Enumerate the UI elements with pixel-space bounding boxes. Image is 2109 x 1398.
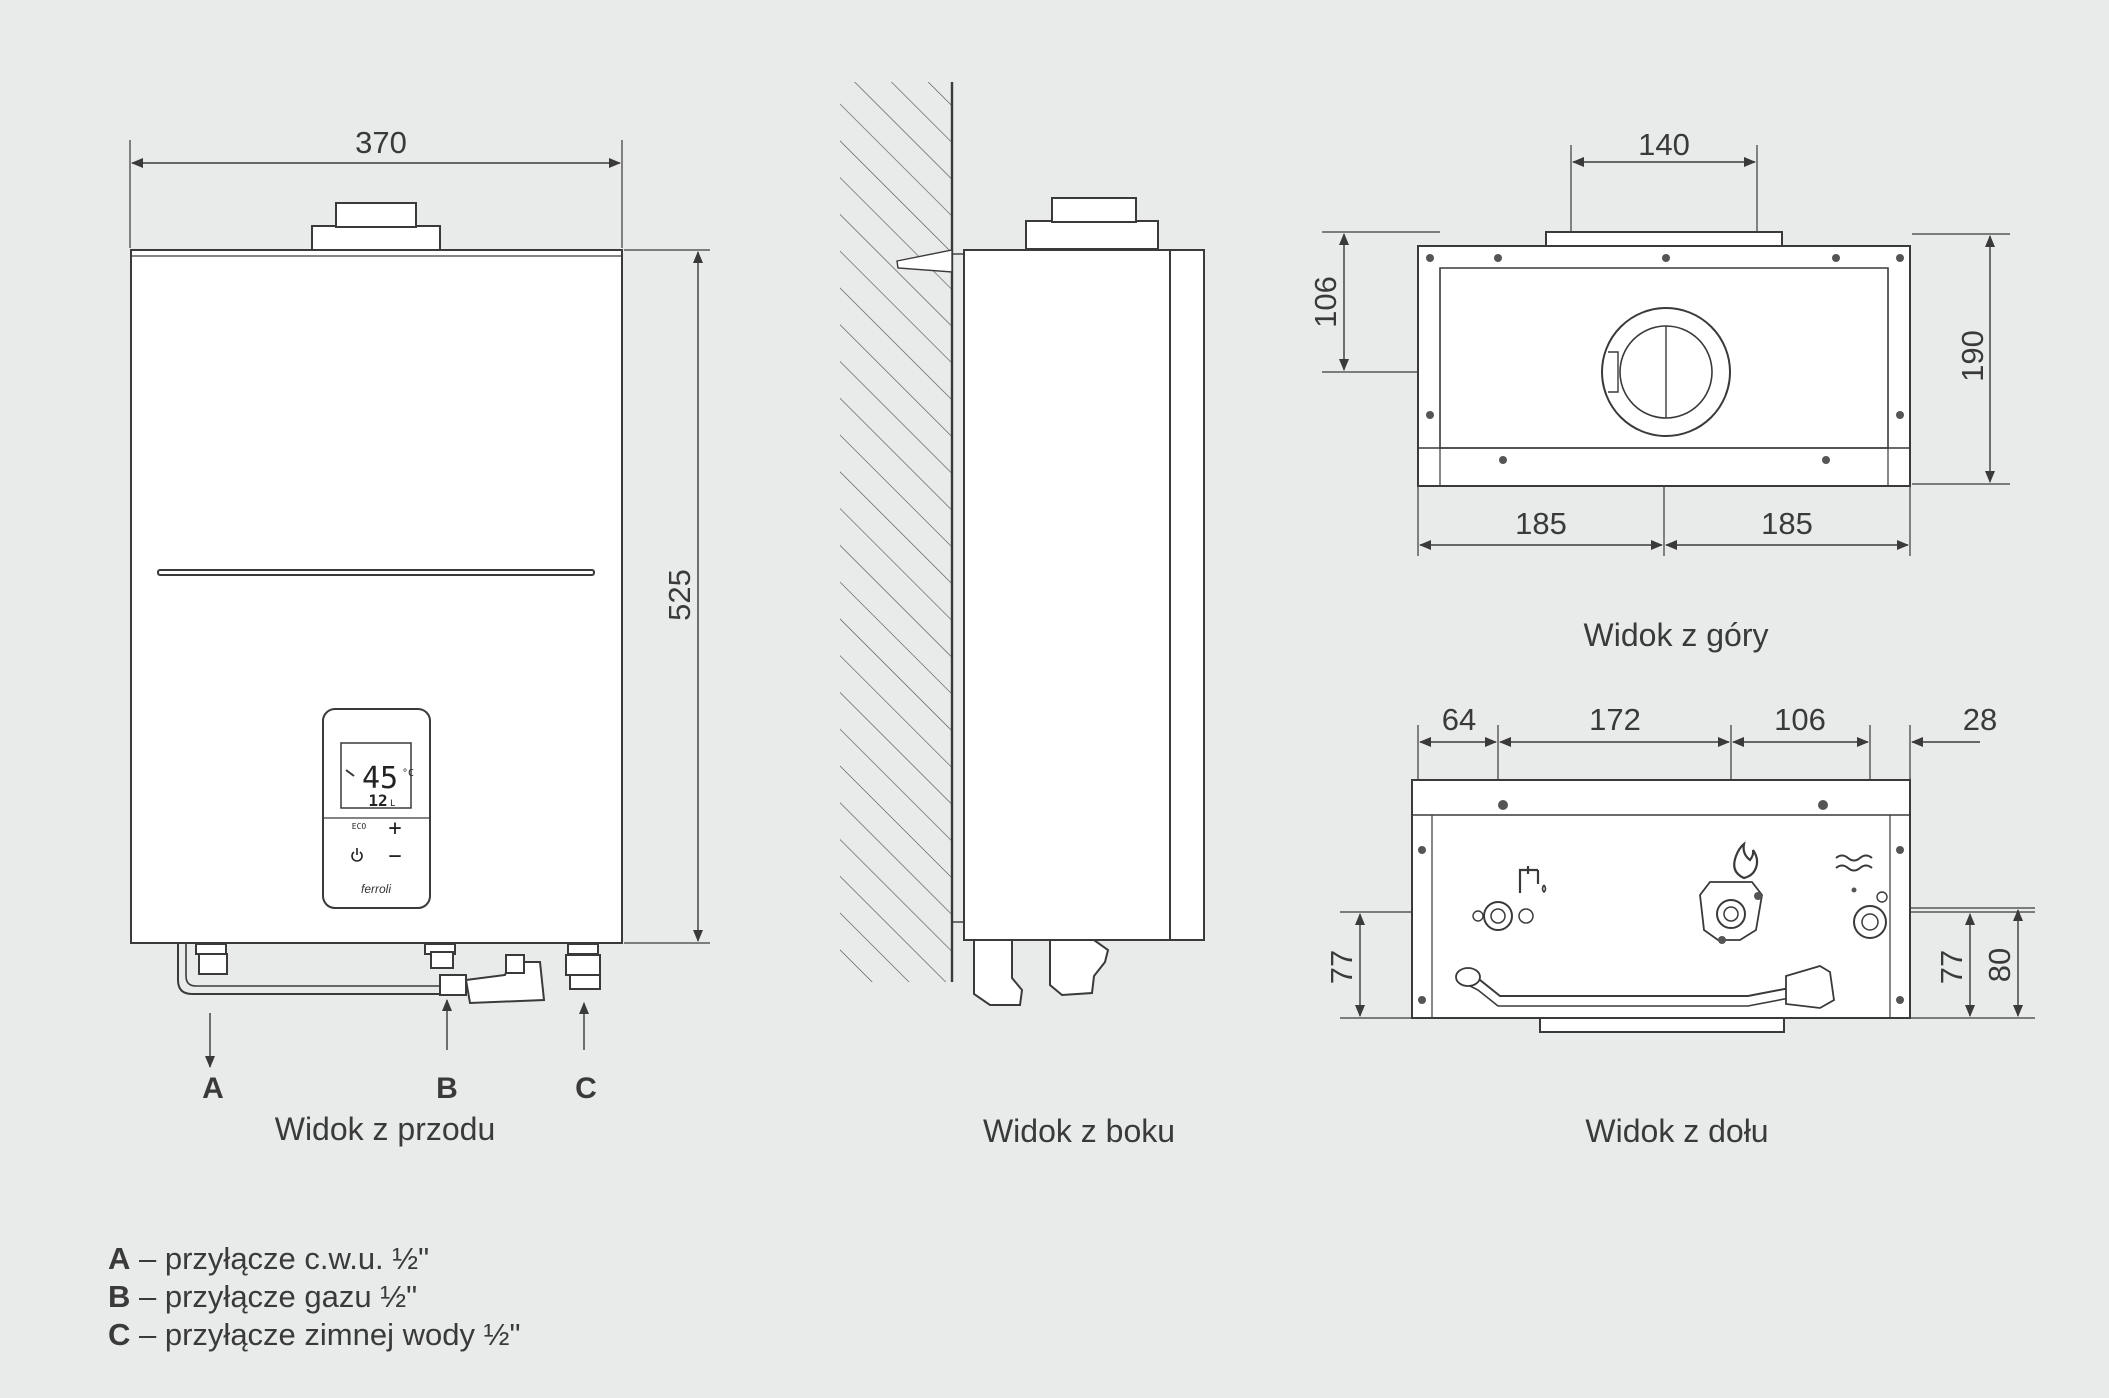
- front-height-dim: 525: [662, 569, 697, 621]
- bottom-dim-80: 80: [1982, 948, 2017, 982]
- side-view: [840, 82, 1205, 1006]
- bottom-dim-77-left: 77: [1324, 950, 1359, 984]
- top-depth-dim: 190: [1955, 330, 1990, 382]
- front-view-caption: Widok z przodu: [275, 1111, 496, 1147]
- top-flue-width-dim: 140: [1638, 127, 1690, 162]
- legend-row-b: B – przyłącze gazu ½": [108, 1278, 520, 1316]
- top-view-caption: Widok z góry: [1584, 617, 1769, 653]
- bottom-dim-106: 106: [1774, 702, 1826, 737]
- legend-text-b: – przyłącze gazu ½": [139, 1279, 418, 1314]
- top-left-half-dim: 185: [1515, 506, 1567, 541]
- tap-icon: [1518, 866, 1547, 894]
- bottom-view: [1340, 725, 2035, 1033]
- label-connection-a: A: [202, 1072, 224, 1105]
- flame-icon: [1733, 841, 1759, 880]
- lcd-temperature: 45: [362, 761, 398, 796]
- legend-row-a: A – przyłącze c.w.u. ½": [108, 1240, 520, 1278]
- front-view: [129, 140, 710, 1068]
- legend-text-a: – przyłącze c.w.u. ½": [139, 1241, 430, 1276]
- front-width-dim: 370: [355, 125, 407, 160]
- legend-key-b: B: [108, 1279, 131, 1314]
- front-connections: [177, 943, 601, 1068]
- top-view: [1322, 145, 2010, 556]
- bottom-dim-28: 28: [1963, 702, 1997, 737]
- bottom-dim-64: 64: [1442, 702, 1476, 737]
- front-cover-slot: [157, 569, 595, 576]
- legend-row-c: C – przyłącze zimnej wody ½": [108, 1316, 520, 1354]
- bottom-dim-172: 172: [1589, 702, 1641, 737]
- label-connection-b: B: [436, 1072, 458, 1105]
- lcd-temp-unit: °C: [402, 768, 414, 779]
- lcd-flow: 12: [368, 791, 387, 810]
- minus-button[interactable]: −: [388, 844, 401, 869]
- brand-logo: ferroli: [361, 882, 391, 896]
- water-waves-icon: [1835, 854, 1873, 872]
- top-flue-offset-dim: 106: [1308, 276, 1343, 328]
- legend-key-a: A: [108, 1241, 131, 1276]
- wall-hatch: [840, 82, 952, 982]
- plus-button[interactable]: +: [388, 816, 401, 841]
- front-cover-side: [1169, 249, 1205, 941]
- power-icon[interactable]: [351, 848, 363, 862]
- lcd-flow-unit: L: [390, 799, 395, 809]
- legend-text-c: – przyłącze zimnej wody ½": [139, 1317, 521, 1352]
- connections-legend: A – przyłącze c.w.u. ½" B – przyłącze ga…: [108, 1240, 520, 1354]
- legend-key-c: C: [108, 1317, 131, 1352]
- bottom-dim-77-right: 77: [1934, 950, 1969, 984]
- label-connection-c: C: [575, 1072, 597, 1105]
- bottom-view-caption: Widok z dołu: [1585, 1113, 1768, 1149]
- boiler-side-body: [963, 249, 1171, 941]
- top-right-half-dim: 185: [1761, 506, 1813, 541]
- eco-button[interactable]: ECO: [352, 822, 367, 831]
- side-view-caption: Widok z boku: [983, 1113, 1175, 1149]
